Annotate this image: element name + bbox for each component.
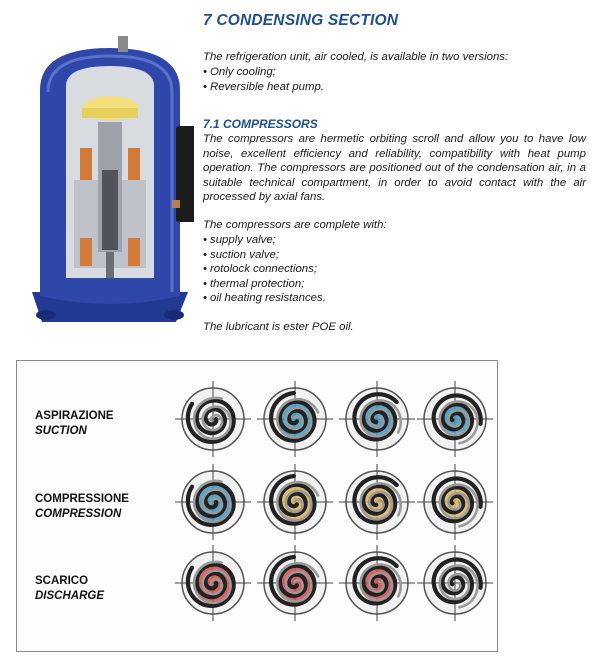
compressors-complete-with: The compressors are complete with:	[203, 219, 387, 231]
scroll-stage-3-3	[339, 545, 415, 621]
versions-list: •Only cooling; •Reversible heat pump.	[203, 65, 324, 94]
scroll-stage-2-2	[257, 464, 333, 540]
scroll-stage-2-1	[175, 464, 251, 540]
scroll-stage-1-1	[175, 381, 251, 457]
scroll-stage-3-2	[257, 545, 333, 621]
section-intro: The refrigeration unit, air cooled, is a…	[203, 51, 509, 63]
features-list: •supply valve; •suction valve; •rotolock…	[203, 233, 326, 306]
list-item: •Reversible heat pump.	[203, 80, 324, 93]
list-item: •rotolock connections;	[203, 263, 318, 276]
scroll-stage-2-4	[417, 464, 493, 540]
list-item: •oil heating resistances.	[203, 292, 326, 305]
list-item: •supply valve;	[203, 234, 276, 246]
scroll-stage-3-4	[417, 545, 493, 621]
scroll-cycle-diagram: ASPIRAZIONE SUCTION COMPRESSIONE COMPRES…	[16, 360, 498, 652]
row-label-discharge: SCARICO DISCHARGE	[35, 575, 105, 602]
scroll-compressor-cutaway-image	[32, 36, 194, 322]
list-item: •suction valve;	[203, 248, 280, 261]
scroll-stage-1-4	[417, 381, 493, 457]
row-label-compression: COMPRESSIONE COMPRESSION	[35, 493, 129, 520]
list-item: •Only cooling;	[203, 66, 276, 78]
scroll-stage-1-2	[257, 381, 333, 457]
scroll-stage-3-1	[175, 545, 251, 621]
scroll-stage-grid	[175, 381, 493, 621]
section-title: 7 CONDENSING SECTION	[203, 12, 399, 29]
compressors-title: 7.1 COMPRESSORS	[203, 117, 318, 131]
list-item: •thermal protection;	[203, 277, 305, 290]
lubricant-note: The lubricant is ester POE oil.	[203, 321, 354, 333]
scroll-stage-1-3	[339, 381, 415, 457]
row-label-suction: ASPIRAZIONE SUCTION	[35, 410, 114, 437]
scroll-stage-2-3	[339, 464, 415, 540]
compressors-description: The compressors are hermetic orbiting sc…	[203, 133, 586, 204]
